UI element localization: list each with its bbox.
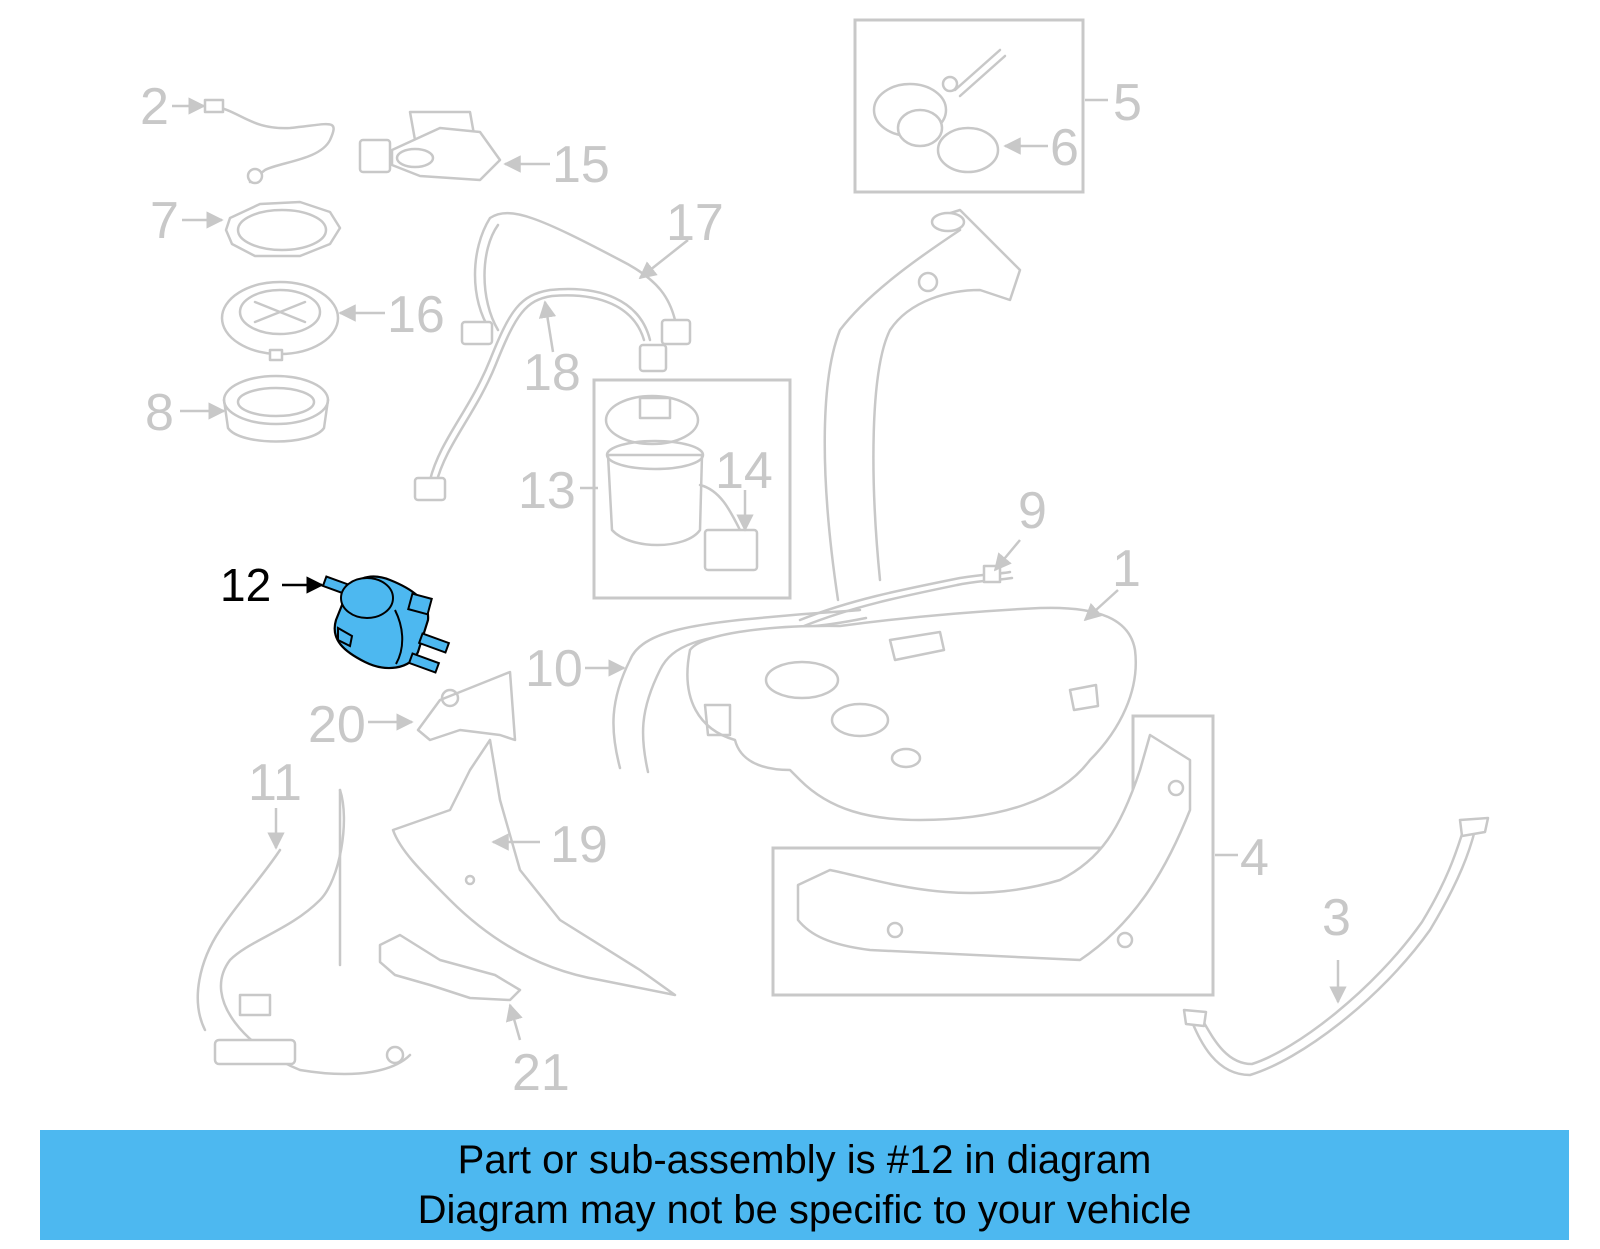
banner-line-2: Diagram may not be specific to your vehi… (417, 1188, 1192, 1232)
part-20-bracket (416, 670, 517, 742)
part-18-line (413, 287, 668, 502)
callout-21: 21 (512, 1044, 570, 1102)
leader-21 (505, 1003, 523, 1041)
part-9-line (798, 564, 1014, 628)
part-10-lines (612, 608, 868, 774)
part-2-wire (203, 98, 335, 185)
info-banner: Part or sub-assembly is #12 in diagram D… (40, 1130, 1569, 1240)
part-12-fuel-filter (321, 575, 451, 674)
part-5-cap (872, 48, 1007, 148)
part-17-line (460, 211, 692, 346)
filler-neck (823, 208, 1022, 602)
callout-2: 2 (140, 78, 169, 136)
part-13-pump-module (604, 394, 705, 547)
part-3-strap (1182, 816, 1490, 1077)
group-box-5 (853, 18, 1085, 194)
part-15-connector (358, 110, 502, 182)
leader-9 (993, 539, 1021, 572)
part-21-connector (378, 933, 522, 1002)
callout-20: 20 (308, 696, 366, 754)
callout-5: 5 (1113, 74, 1142, 132)
callout-4: 4 (1240, 829, 1269, 887)
callout-17: 17 (666, 194, 724, 252)
leader-17 (638, 239, 689, 280)
banner-line-1: Part or sub-assembly is #12 in diagram (457, 1138, 1152, 1182)
leader-1 (1083, 589, 1119, 622)
part-6-gasket (936, 126, 1000, 174)
part-1-fuel-tank (686, 606, 1137, 822)
callout-16: 16 (387, 286, 445, 344)
callout-6: 6 (1050, 119, 1079, 177)
part-8-seal (222, 374, 330, 443)
callout-14: 14 (715, 442, 773, 500)
callout-10: 10 (525, 640, 583, 698)
callout-13: 13 (518, 462, 576, 520)
leader-18 (538, 300, 557, 353)
callout-9: 9 (1018, 482, 1047, 540)
part-4-shield (796, 733, 1192, 962)
part-16-flange (220, 280, 340, 362)
callout-1: 1 (1112, 540, 1141, 598)
callout-12: 12 (220, 559, 271, 611)
callout-11: 11 (248, 754, 302, 812)
part-7-lock-ring (224, 200, 342, 258)
callout-15: 15 (552, 136, 610, 194)
part-11-harness (196, 788, 412, 1076)
callout-7: 7 (150, 192, 179, 250)
callout-19: 19 (550, 816, 608, 874)
callout-3: 3 (1322, 889, 1351, 947)
callout-8: 8 (145, 384, 174, 442)
part-19-guard (391, 738, 677, 997)
callout-18: 18 (523, 344, 581, 402)
